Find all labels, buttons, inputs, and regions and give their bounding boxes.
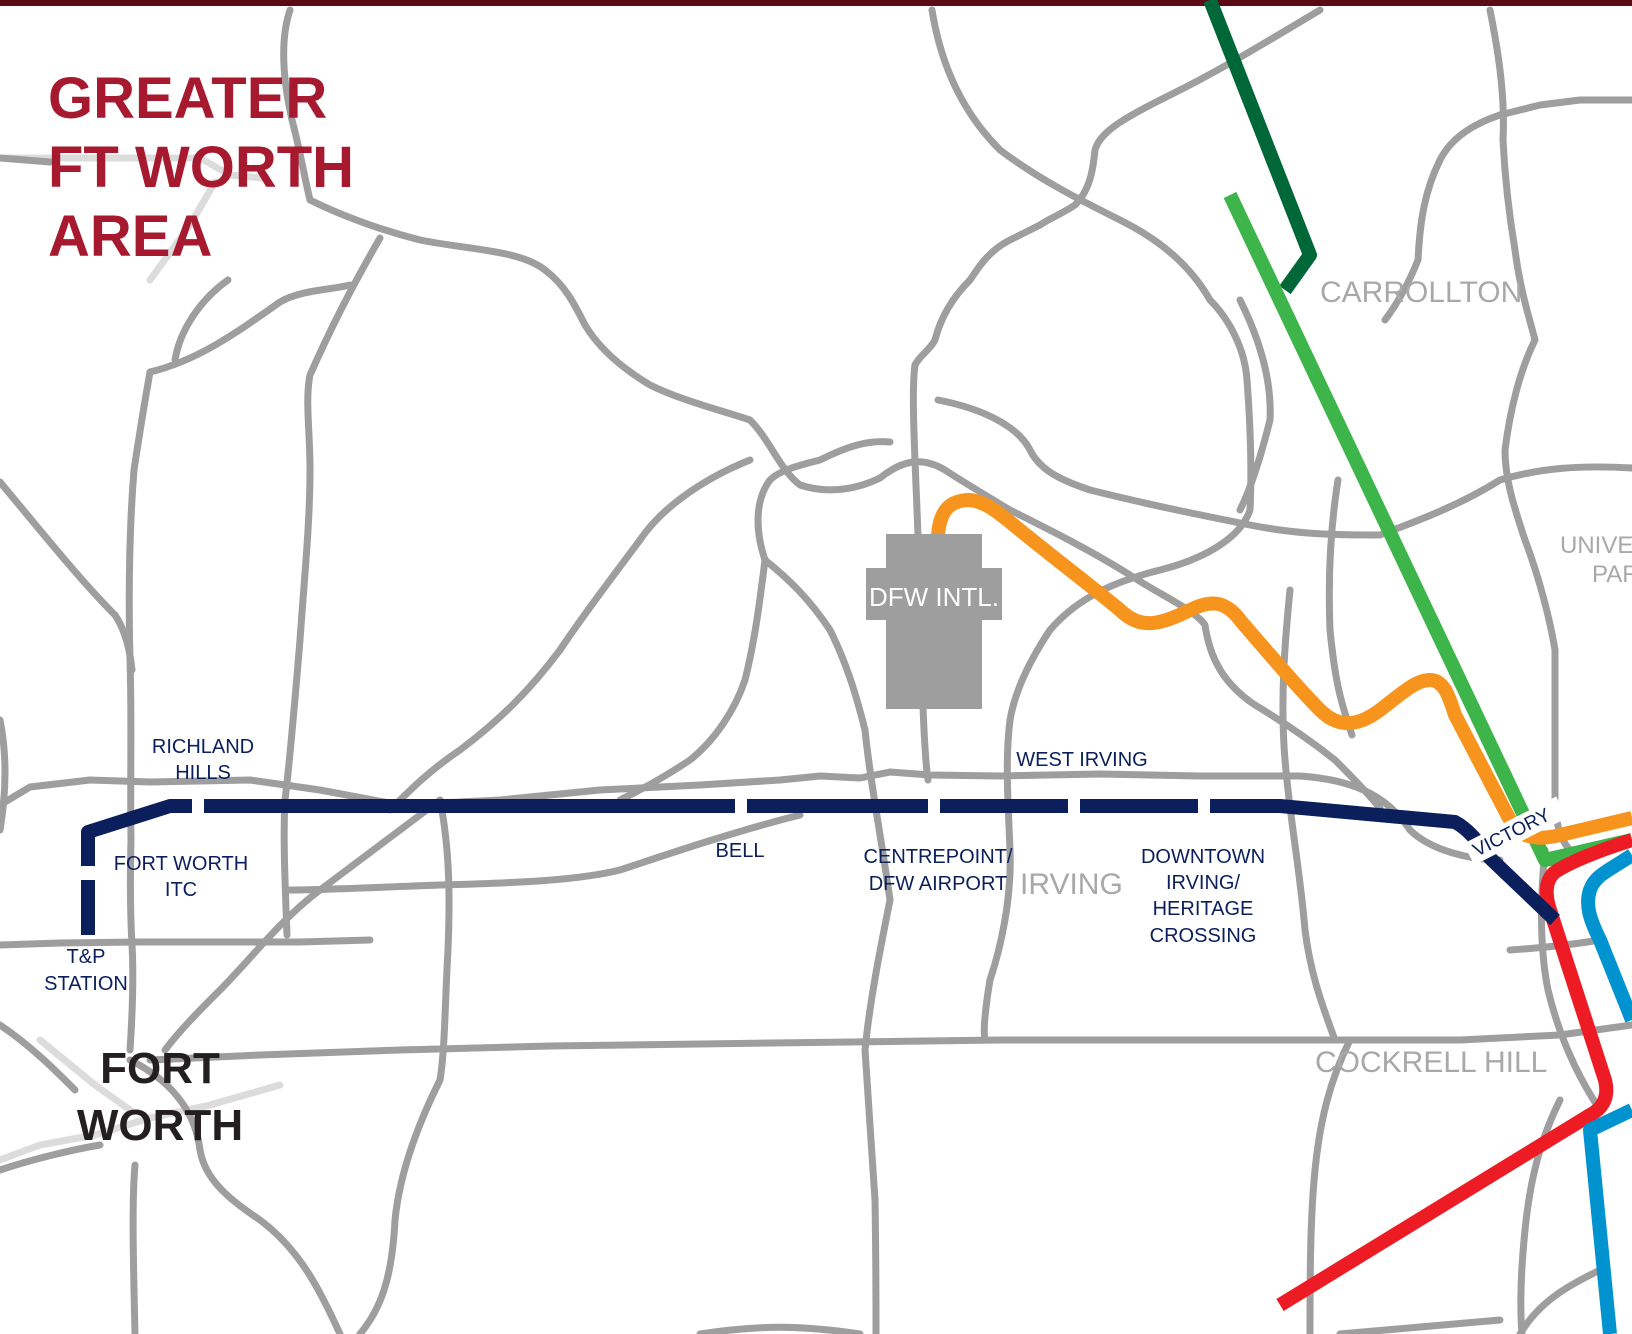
- tre-gap: [735, 796, 747, 818]
- city-fort-worth-line-2: WORTH: [77, 1101, 243, 1150]
- dfw-airport-block: DFW INTL.: [866, 534, 1002, 709]
- tre-gap: [192, 796, 204, 818]
- station-centrepoint-line-1: CENTREPOINT/: [864, 846, 1013, 868]
- city-labels: CARROLLTON IRVING COCKRELL HILL UNIVER P…: [77, 276, 1632, 1150]
- top-border-bar: [0, 0, 1632, 6]
- city-cockrell-hill: COCKRELL HILL: [1315, 1046, 1547, 1079]
- station-downtown-irving-line-1: DOWNTOWN: [1141, 846, 1265, 868]
- dark-green-line: [1203, 0, 1317, 295]
- station-downtown-irving-line-2: IRVING/: [1166, 872, 1241, 894]
- station-downtown-irving-line-4: CROSSING: [1150, 925, 1257, 947]
- airport-terminal-wing: [866, 568, 1002, 620]
- station-bell: BELL: [716, 840, 765, 862]
- station-tp-station-line-2: STATION: [44, 973, 128, 995]
- tre-gap: [1198, 796, 1210, 818]
- tre-gap: [1068, 796, 1080, 818]
- station-richland-hills-line-1: RICHLAND: [152, 736, 254, 758]
- station-tp-station-line-1: T&P: [67, 946, 106, 968]
- rail-lines: [81, 0, 1632, 1334]
- station-fort-worth-itc-line-2: ITC: [165, 879, 197, 901]
- orange-line: [931, 493, 1632, 845]
- station-west-irving: WEST IRVING: [1016, 749, 1148, 771]
- station-fort-worth-itc-line-1: FORT WORTH: [114, 853, 248, 875]
- victory-label-bg: [1463, 796, 1568, 866]
- station-downtown-irving-line-3: HERITAGE: [1153, 898, 1254, 920]
- station-centrepoint-line-2: DFW AIRPORT: [869, 873, 1008, 895]
- airport-terminal: [886, 534, 982, 709]
- map-title: GREATER FT WORTH AREA: [48, 66, 354, 269]
- city-carrollton: CARROLLTON: [1320, 276, 1522, 309]
- title-line-2: FT WORTH: [48, 135, 354, 200]
- tre-gap: [928, 796, 940, 818]
- title-line-3: AREA: [48, 204, 212, 269]
- city-fort-worth-line-1: FORT: [100, 1044, 220, 1093]
- red-line: [1276, 833, 1632, 1311]
- secondary-roads: [0, 154, 284, 1164]
- title-line-1: GREATER: [48, 66, 327, 131]
- airport-label: DFW INTL.: [869, 582, 999, 612]
- station-labels: RICHLAND HILLS FORT WORTH ITC T&P STATIO…: [44, 736, 1568, 995]
- blue-line: [1581, 849, 1632, 1334]
- station-richland-hills-line-2: HILLS: [175, 762, 231, 784]
- city-university-park-line-1: UNIVER: [1560, 532, 1632, 559]
- city-university-park-line-2: PAR: [1592, 561, 1632, 588]
- city-irving: IRVING: [1020, 868, 1123, 901]
